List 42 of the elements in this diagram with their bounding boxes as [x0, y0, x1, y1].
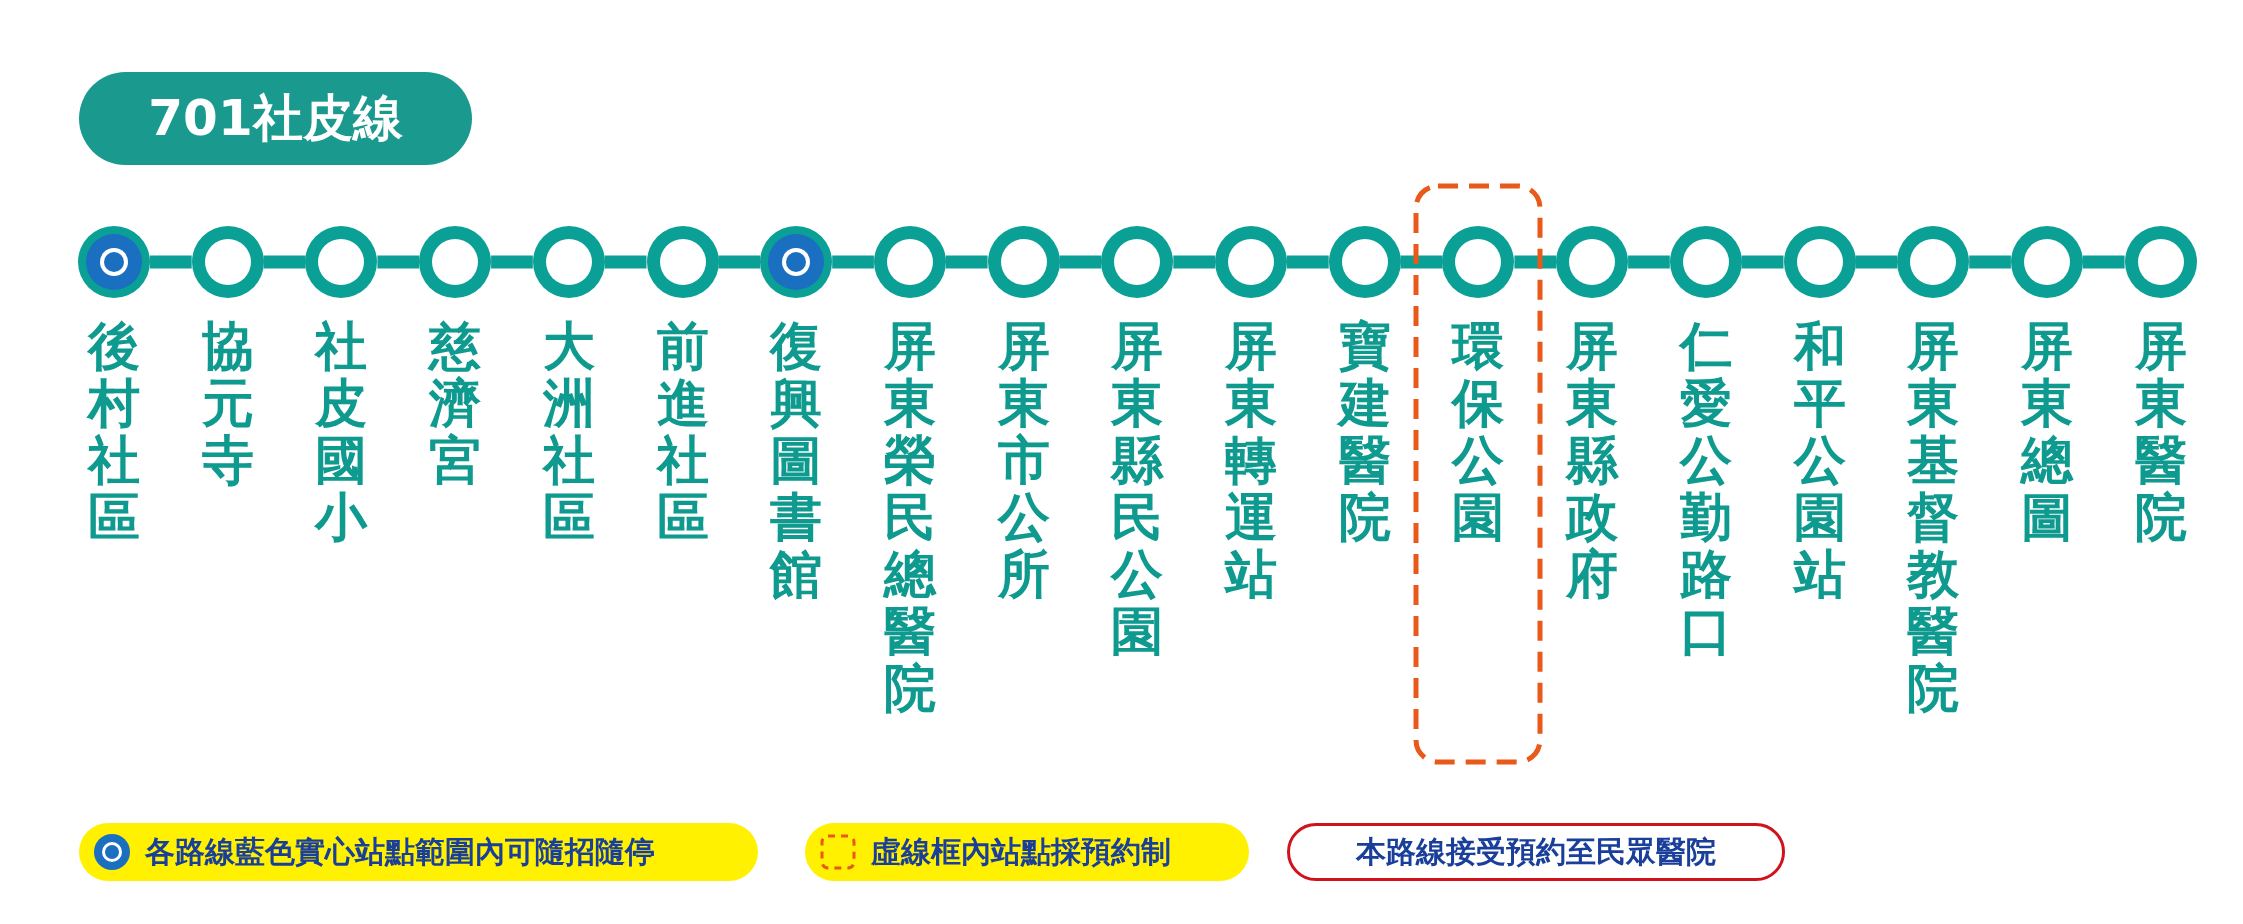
route-line — [1855, 255, 1898, 269]
stop-name: 仁愛公勤路口 — [1677, 318, 1733, 660]
route-line — [150, 255, 192, 269]
stop-name: 屏東市公所 — [996, 318, 1051, 603]
stop-name: 屏東基督教醫院 — [1905, 318, 1961, 717]
route-line — [604, 255, 647, 269]
stop-name: 社皮國小 — [313, 318, 369, 546]
stop-name: 大洲社區 — [541, 318, 596, 546]
route-line — [1628, 255, 1670, 269]
stop-name: 寶建醫院 — [1336, 318, 1392, 546]
title-banner: 701社皮線 — [79, 72, 472, 165]
route-line — [1287, 255, 1329, 269]
route-line — [1059, 255, 1102, 269]
stop-name: 協元寺 — [200, 318, 255, 489]
stop-name: 屏東縣政府 — [1564, 318, 1620, 603]
stop-name: 屏東總圖 — [2019, 318, 2075, 546]
route-line — [2082, 255, 2125, 269]
legend-text: 各路線藍色實心站點範圍內可隨招隨停 — [145, 832, 655, 871]
route-line — [1514, 255, 1557, 269]
stop-name: 和平公園站 — [1791, 318, 1847, 603]
route-line — [1741, 255, 1784, 269]
dashed-frame — [1413, 183, 1544, 765]
route-line — [263, 255, 306, 269]
route-line — [1173, 255, 1215, 269]
stop-name: 屏東轉運站 — [1223, 318, 1278, 603]
legend-text: 虛線框內站點採預約制 — [871, 832, 1171, 871]
stop-name: 屏東縣民公園 — [1109, 318, 1165, 660]
stop-name: 環保公園 — [1450, 318, 1506, 546]
route-line — [832, 255, 874, 269]
route-line — [1400, 255, 1443, 269]
route-line — [1969, 255, 2011, 269]
route-line — [718, 255, 761, 269]
stop-name: 慈濟宮 — [427, 318, 483, 489]
route-line — [491, 255, 533, 269]
stop-name: 屏東醫院 — [2133, 318, 2188, 546]
stop-name: 後村社區 — [86, 318, 141, 546]
note-label: 本路線接受預約至民眾醫院 — [1287, 823, 1785, 881]
route-line — [945, 255, 988, 269]
route-line — [377, 255, 420, 269]
stop-name: 前進社區 — [655, 318, 710, 546]
stop-name: 屏東榮民總醫院 — [882, 318, 938, 717]
stop-name: 復興圖書館 — [768, 318, 824, 603]
